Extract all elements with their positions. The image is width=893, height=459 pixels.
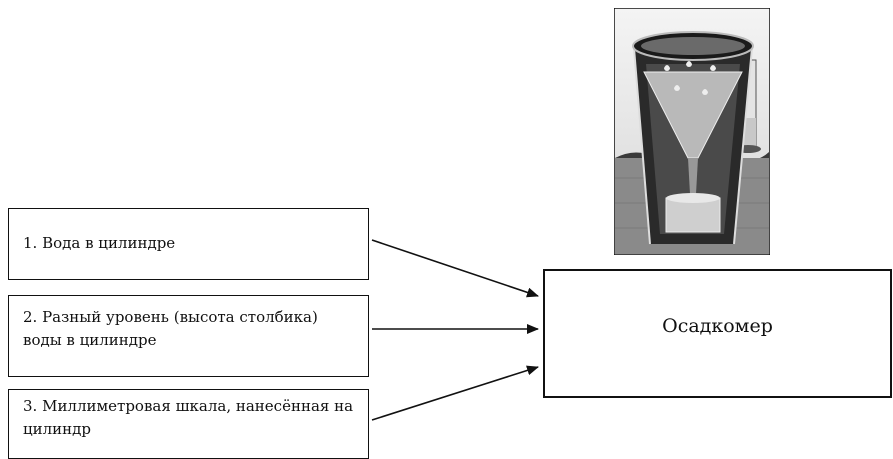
fact-box-2: 2. Разный уровень (высота столбика) воды… [8,295,369,377]
fact-box-3: 3. Миллиметровая шкала, нанесённая на ци… [8,389,369,459]
fact-label-2: 2. Разный уровень (высота столбика) воды… [23,308,318,349]
fact-label-3: 3. Миллиметровая шкала, нанесённая на ци… [23,397,354,438]
target-box: Осадкомер [543,269,892,398]
fact-box-1: 1. Вода в цилиндре [8,208,369,280]
arrow-3 [371,365,539,421]
target-label: Осадкомер [662,315,773,337]
arrow-1 [371,239,539,298]
fact-label-1: 1. Вода в цилиндре [23,234,176,252]
rain-gauge-illustration [614,8,770,255]
